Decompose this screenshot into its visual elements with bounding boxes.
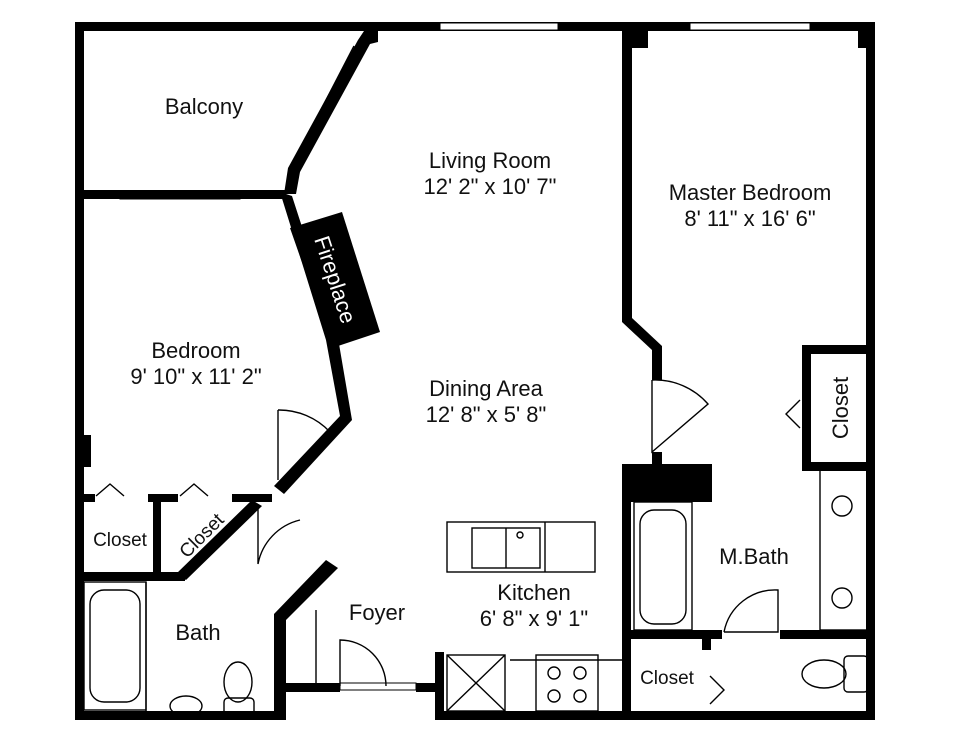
room-kitchen-name: Kitchen — [497, 580, 570, 605]
closet-1-label: Closet — [93, 530, 148, 551]
room-master-size: 8' 11" x 16' 6" — [684, 206, 815, 231]
fireplace-block — [290, 212, 380, 348]
fixtures — [83, 45, 869, 719]
room-bedroom-name: Bedroom — [151, 338, 240, 363]
room-dining-size: 12' 8" x 5' 8" — [426, 402, 547, 427]
room-bedroom-size: 9' 10" x 11' 2" — [130, 364, 261, 389]
room-balcony-name: Balcony — [165, 94, 243, 119]
room-kitchen-size: 6' 8" x 9' 1" — [480, 606, 588, 631]
room-foyer-name: Foyer — [349, 600, 405, 625]
room-living-size: 12' 2" x 10' 7" — [424, 174, 557, 199]
room-mbath-name: M.Bath — [719, 544, 789, 569]
room-dining-name: Dining Area — [429, 376, 544, 401]
room-master-name: Master Bedroom — [669, 180, 832, 205]
room-living-name: Living Room — [429, 148, 551, 173]
master-closet-label: Closet — [828, 377, 853, 439]
hall-closet-label: Closet — [640, 668, 695, 689]
room-bath-name: Bath — [175, 620, 220, 645]
labels: Balcony Living Room 12' 2" x 10' 7" Mast… — [93, 94, 853, 689]
